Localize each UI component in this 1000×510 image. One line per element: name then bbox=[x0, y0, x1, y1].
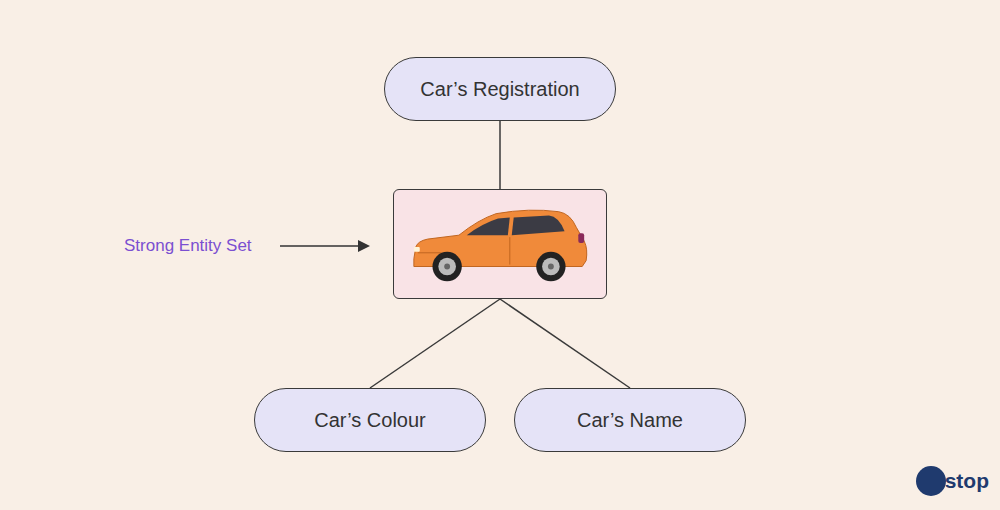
wheel bbox=[432, 252, 461, 281]
callout-arrow-head bbox=[358, 240, 370, 252]
attribute-ellipse: Car’s Registration bbox=[384, 57, 616, 121]
relationship-line bbox=[499, 121, 501, 189]
car-illustration bbox=[402, 198, 598, 290]
entity-box bbox=[393, 189, 607, 299]
attribute-name: Car’s Colour bbox=[314, 409, 426, 432]
attribute-ellipse: Car’s Name bbox=[514, 388, 746, 452]
attribute-name: Car’s Name bbox=[577, 409, 683, 432]
relationship-line bbox=[370, 299, 500, 388]
attribute-name: Car’s Registration bbox=[420, 78, 579, 101]
wheel bbox=[536, 252, 565, 281]
relationship-line bbox=[500, 299, 630, 388]
watermark-logo: unstop bbox=[919, 469, 989, 493]
callout-label: Strong Entity Set bbox=[124, 236, 252, 256]
callout-arrow-line bbox=[280, 245, 360, 247]
attribute-ellipse: Car’s Colour bbox=[254, 388, 486, 452]
